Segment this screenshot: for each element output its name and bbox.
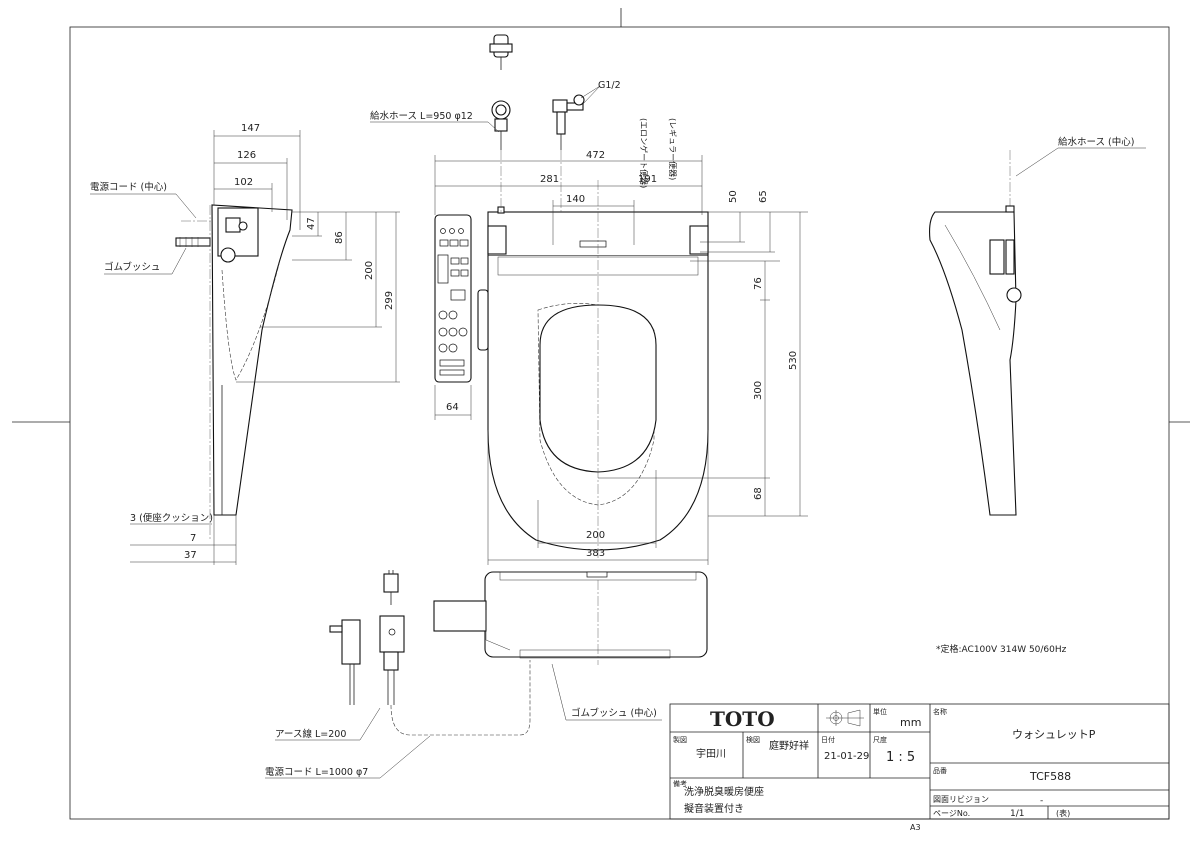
elongated-label: (エロンゲート便器) [639, 118, 649, 188]
title-block [669, 703, 1170, 820]
rating-label: *定格:AC100V 314W 50/60Hz [936, 643, 1067, 655]
remote-control [434, 214, 472, 383]
dim-68: 68 [753, 487, 764, 500]
right-view-body [929, 211, 1017, 516]
regular-label: (レギュラー便器) [668, 118, 678, 180]
dim-64: 64 [446, 402, 459, 413]
leader-line [487, 121, 500, 133]
notes-line-2: 擬音装置付き [684, 802, 744, 815]
rubber-bush-fitting [175, 237, 211, 247]
dim-47: 47 [306, 217, 317, 230]
drafter-value: 宇田川 [696, 747, 726, 760]
bottom-view [433, 571, 708, 665]
right-side-view [929, 205, 1022, 516]
supply-hose-fitting-top [489, 34, 513, 150]
revision-value: - [1040, 796, 1043, 806]
page-label: ページNo. [933, 809, 970, 818]
dim-147: 147 [241, 123, 260, 134]
notes-line-1: 洗浄脱臭暖房便座 [684, 785, 764, 798]
scale-label: 尺度 [873, 735, 887, 744]
side-view [175, 204, 293, 540]
dim-383: 383 [586, 548, 605, 559]
unit-value: mm [900, 716, 921, 729]
drafter-label: 製図 [673, 735, 687, 744]
power-cord-route [390, 660, 531, 736]
dim-140: 140 [566, 194, 585, 205]
seat-cushion-label: 3 (便座クッション) [130, 512, 213, 524]
valve-fitting-g12 [552, 85, 601, 150]
dim-300: 300 [753, 381, 764, 400]
dim-200-bottom: 200 [586, 530, 605, 541]
date-value: 21-01-29 [824, 751, 869, 762]
earth-wire-label: アース線 L=200 [275, 728, 346, 740]
dim-299: 299 [384, 291, 395, 310]
dim-191: 191 [638, 174, 657, 185]
dim-281: 281 [540, 174, 559, 185]
brand-logo: TOTO [710, 707, 775, 731]
date-label: 日付 [821, 735, 835, 744]
notes-label: 備考 [673, 779, 687, 788]
checker-value: 庭野好祥 [769, 739, 809, 752]
dim-102: 102 [234, 177, 253, 188]
page-suffix: (表) [1056, 808, 1070, 818]
seat-plan [477, 206, 709, 551]
unit-label: 単位 [873, 707, 887, 716]
sheet-size: A3 [910, 823, 921, 832]
dim-37: 37 [184, 550, 197, 561]
revision-label: 図面リビジョン [933, 795, 989, 804]
dim-126: 126 [237, 150, 256, 161]
side-view-seat-body [211, 204, 293, 516]
side-view-inner-contour [221, 259, 281, 381]
dim-472: 472 [586, 150, 605, 161]
bottom-view-body [484, 571, 708, 658]
dim-200: 200 [364, 261, 375, 280]
name-label: 名称 [933, 707, 947, 716]
supply-hose-center-label: 給水ホース (中心) [1058, 136, 1134, 148]
dim-7: 7 [190, 533, 196, 544]
checker-label: 検図 [746, 735, 760, 744]
drawing-border [69, 26, 1170, 820]
rubber-bush-label: ゴムブッシュ [104, 261, 160, 273]
projection-symbol-icon [826, 709, 864, 727]
thread-label: G1/2 [598, 80, 621, 91]
part-no-value: TCF588 [1029, 770, 1071, 783]
supply-hose-label: 給水ホース L=950 φ12 [370, 110, 473, 122]
power-cord-center-label: 電源コード (中心) [90, 181, 167, 193]
dim-530: 530 [788, 351, 799, 370]
name-value: ウォシュレットP [1012, 728, 1096, 741]
page-value: 1/1 [1010, 809, 1024, 819]
power-cord-label: 電源コード L=1000 φ7 [265, 767, 368, 778]
dim-86: 86 [334, 231, 345, 244]
dim-76: 76 [753, 277, 764, 290]
dim-65: 65 [758, 190, 769, 203]
scale-value: 1 : 5 [886, 750, 915, 765]
dim-50: 50 [728, 190, 739, 203]
part-no-label: 品番 [933, 767, 947, 775]
rubber-bush-center-label: ゴムブッシュ (中心) [571, 707, 657, 719]
plug-and-adapter [329, 570, 405, 705]
